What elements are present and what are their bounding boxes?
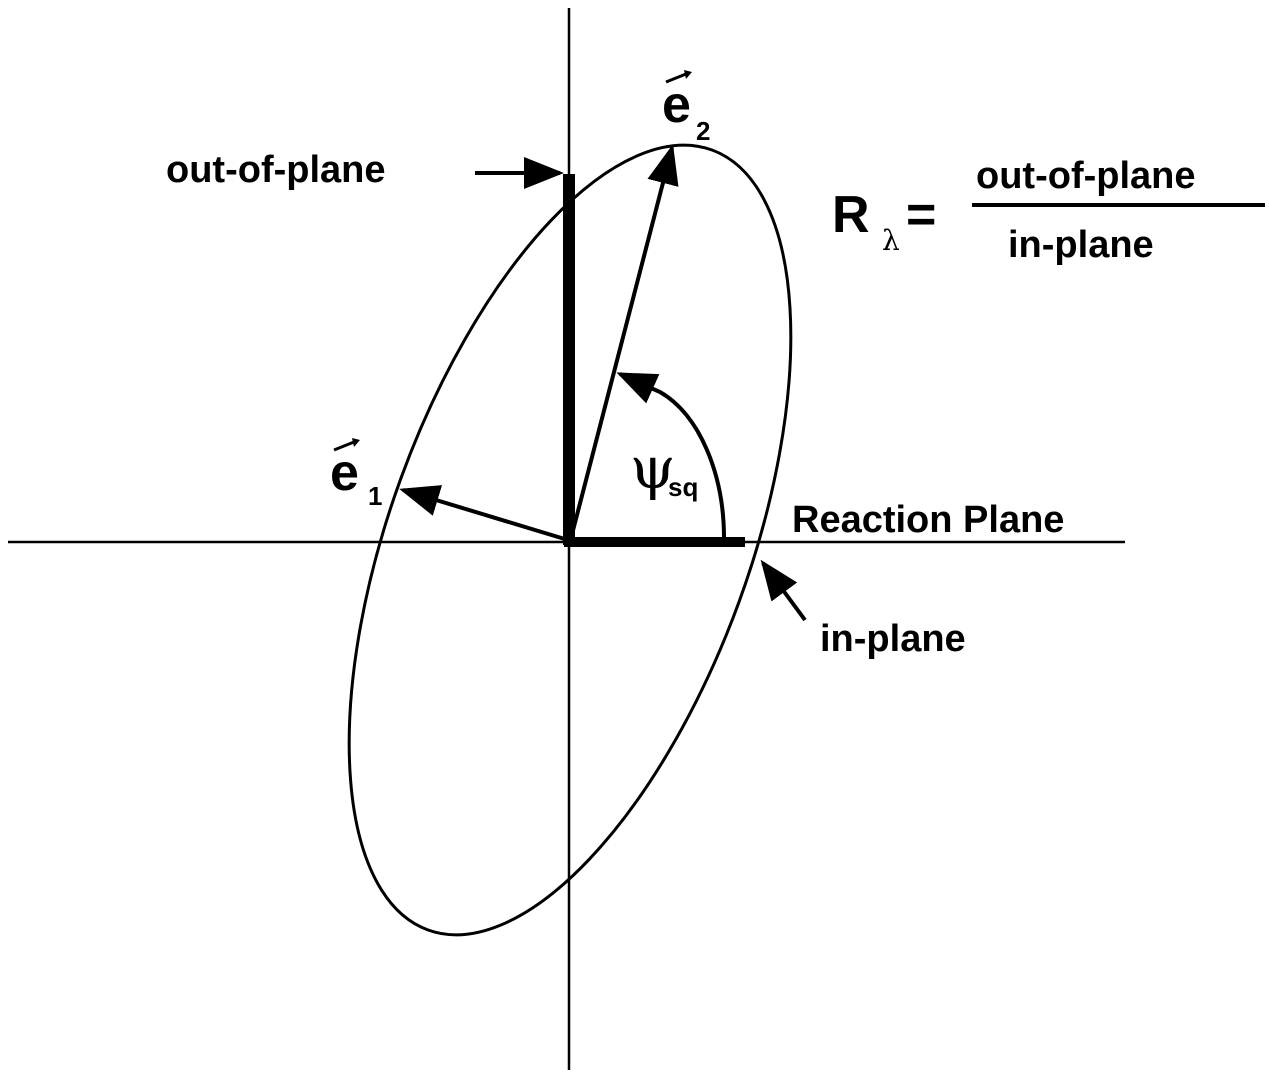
- svg-text:e: e: [662, 76, 691, 134]
- ratio-formula: R λ = out-of-plane in-plane: [832, 155, 1265, 266]
- formula-lhs-subscript: λ: [882, 224, 900, 257]
- vector-e1-arrow: [399, 485, 569, 542]
- in-plane-pointer-arrow: [760, 559, 807, 622]
- svg-text:2: 2: [696, 116, 710, 146]
- e1-vector-accent-icon: [333, 440, 355, 452]
- e2-vector-accent-icon: [665, 72, 687, 84]
- psi-sq-label: ψ sq: [630, 434, 698, 502]
- formula-denominator: in-plane: [1008, 224, 1154, 266]
- svg-text:e: e: [330, 444, 359, 502]
- formula-lhs-symbol: R: [832, 186, 870, 244]
- svg-text:sq: sq: [668, 472, 698, 502]
- reaction-plane-label: Reaction Plane: [792, 499, 1064, 541]
- e2-label: e 2: [662, 70, 710, 146]
- formula-equals: =: [906, 186, 936, 244]
- psi-angle-arc: [616, 372, 726, 539]
- formula-numerator: out-of-plane: [976, 155, 1196, 197]
- vector-e2-arrow: [568, 144, 679, 543]
- e1-label: e 1: [330, 438, 382, 511]
- in-plane-label: in-plane: [820, 618, 966, 660]
- out-of-plane-label: out-of-plane: [166, 149, 386, 191]
- svg-text:1: 1: [368, 481, 382, 511]
- shape-ellipse: [347, 143, 793, 937]
- svg-text:ψ: ψ: [630, 434, 675, 502]
